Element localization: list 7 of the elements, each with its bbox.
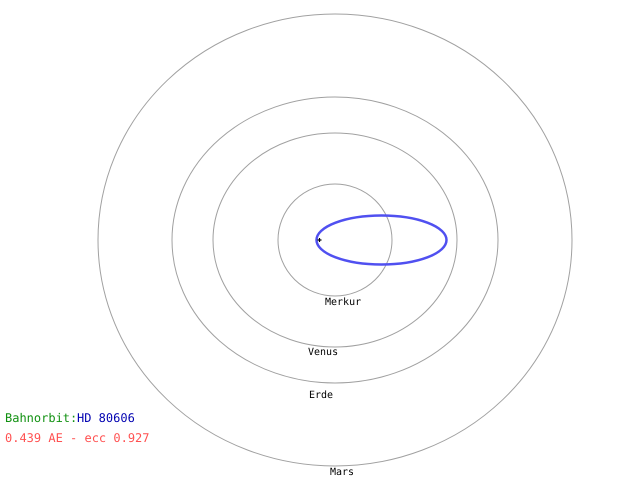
orbit-parameters: 0.439 AE - ecc 0.927 bbox=[5, 432, 150, 444]
orbit-label: Merkur bbox=[325, 298, 362, 308]
orbit-label: Venus bbox=[308, 348, 338, 358]
caption-text: Bahnorbit: bbox=[5, 412, 78, 424]
planet-name: HD 80606 bbox=[77, 412, 135, 424]
orbit-label: Erde bbox=[309, 391, 334, 401]
orbit-label: Mars bbox=[330, 468, 354, 478]
